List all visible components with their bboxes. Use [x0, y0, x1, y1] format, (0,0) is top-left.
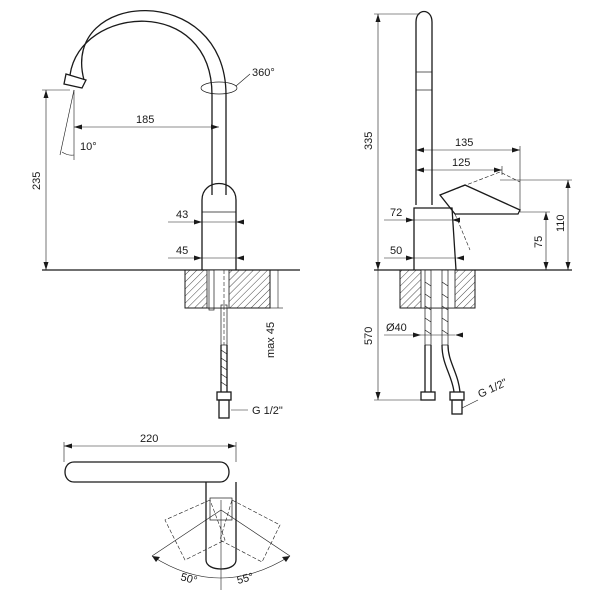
label-top-length: 220	[140, 433, 158, 445]
side-body	[413, 207, 457, 271]
dim-45-arrow-l	[194, 255, 202, 261]
side-view	[374, 10, 572, 415]
side-hose-braid-upper	[424, 281, 449, 335]
label-hose-570: 570	[363, 327, 375, 345]
dim-dia40-arrow-r	[455, 332, 463, 338]
front-stud-left	[208, 269, 215, 311]
label-spout-reach: 185	[136, 114, 154, 126]
side-riser	[415, 10, 433, 205]
dim-45-arrow-r	[236, 255, 244, 261]
label-body-dia-top: 43	[176, 209, 188, 221]
top-angle-arc	[151, 555, 291, 579]
label-body-dia-bottom: 45	[176, 245, 188, 257]
dim-72-arrow-r	[452, 217, 460, 223]
front-aerator	[63, 73, 87, 89]
side-hose-right-upper	[441, 269, 449, 346]
dim-dia40-arrow-l	[413, 332, 421, 338]
angle-arc	[61, 151, 75, 156]
top-angle-line-right	[220, 509, 291, 557]
dim-50-arrow-l	[406, 255, 414, 261]
dim-220-arrow-l	[64, 443, 72, 449]
dim-125-arrow-r	[494, 167, 502, 173]
dim-220-arrow-r	[228, 443, 236, 449]
side-lever	[438, 184, 521, 215]
top-angle-arrow-l	[152, 556, 160, 562]
top-angle-arrow-r	[282, 556, 290, 562]
front-mount-hole	[206, 269, 230, 309]
label-thread-side: G 1/2"	[476, 377, 509, 401]
dim-72-arrow-l	[406, 217, 414, 223]
dim-185-arrow-r	[211, 124, 219, 130]
top-lever-rotated-left	[164, 499, 226, 561]
dim-75-arrow-t	[543, 212, 549, 220]
top-angle-line-left	[151, 509, 222, 557]
side-hose-left-lower	[424, 345, 432, 392]
label-lever-110: 110	[555, 214, 567, 232]
dim-110-arrow-t	[565, 180, 571, 188]
dim-235-arrow-t	[43, 90, 49, 98]
dim-43-arrow-l	[194, 219, 202, 225]
label-total-height: 235	[31, 172, 43, 190]
dim-43-arrow-r	[236, 219, 244, 225]
front-hose-upper	[220, 304, 228, 346]
front-spout-outer	[69, 20, 213, 195]
label-lever-125: 125	[452, 157, 470, 169]
dim-335-arrow-t	[375, 14, 381, 22]
swivel-leader	[235, 73, 251, 87]
side-hose-right-lower	[441, 344, 461, 393]
top-view	[63, 442, 291, 590]
dim-50-arrow-r	[456, 255, 464, 261]
swivel-ellipse	[200, 81, 238, 95]
label-thread-front: G 1/2"	[252, 405, 283, 417]
front-hose-braid	[220, 349, 228, 387]
side-fitting-left	[420, 391, 436, 401]
label-swivel: 360°	[252, 67, 275, 79]
dim-135-arrow-r	[512, 147, 520, 153]
side-hose-left-upper	[424, 269, 432, 346]
thread-side-leader	[461, 399, 479, 409]
dim-185-arrow-l	[74, 124, 82, 130]
dim-570-arrow-b	[375, 392, 381, 400]
front-fitting-nut	[216, 391, 232, 401]
dim-75-arrow-b	[543, 262, 549, 270]
label-lever-135: 135	[455, 137, 473, 149]
side-fitting-right	[451, 399, 463, 415]
label-spout-angle: 10°	[80, 141, 97, 153]
front-fitting-body	[218, 399, 230, 419]
top-lever-rotated-right	[219, 499, 281, 563]
label-max-thickness: max 45	[265, 322, 277, 358]
dim-235-arrow-b	[43, 262, 49, 270]
label-angle-right: 55°	[236, 571, 255, 587]
label-hole-dia: Ø40	[386, 322, 407, 334]
front-body	[201, 183, 237, 270]
label-lever-72: 72	[390, 207, 402, 219]
dim-125-arrow-l	[416, 167, 424, 173]
side-fitting-right-nut	[449, 391, 465, 401]
dim-110-arrow-b	[565, 262, 571, 270]
angle-line-1	[59, 89, 75, 156]
dim-135-arrow-l	[416, 147, 424, 153]
label-angle-left: 50°	[179, 571, 198, 587]
label-base-50: 50	[390, 245, 402, 257]
side-lever-raised	[439, 171, 521, 196]
front-spout-inner	[81, 9, 227, 195]
label-side-height: 335	[363, 132, 375, 150]
label-lever-75: 75	[533, 236, 545, 248]
front-view	[42, 9, 300, 419]
dim-335-arrow-b	[375, 262, 381, 270]
side-mount-hole	[420, 269, 456, 309]
top-spout-outline	[64, 461, 230, 483]
